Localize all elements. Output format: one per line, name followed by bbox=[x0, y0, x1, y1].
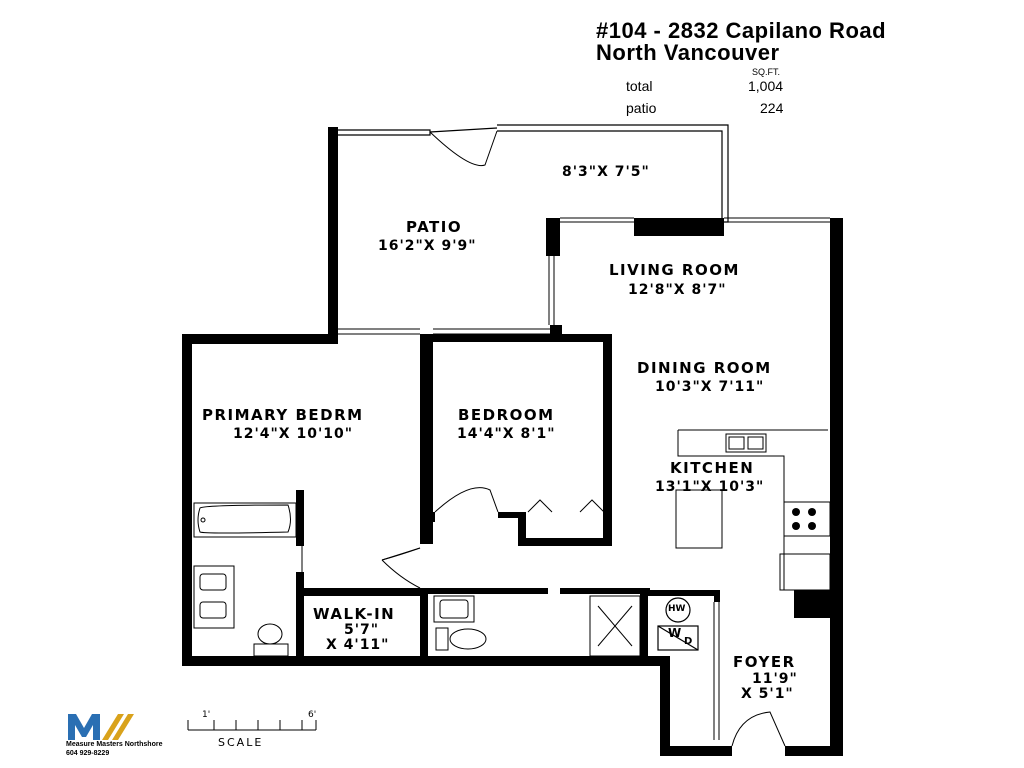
washer-label: W bbox=[668, 626, 682, 640]
patio-value: 224 bbox=[760, 100, 784, 116]
sqft-label: SQ.FT. bbox=[752, 67, 781, 77]
walk-in-dims-2: X 4'11" bbox=[326, 637, 390, 653]
ensuite-vanity bbox=[193, 565, 289, 657]
brand-logo bbox=[68, 714, 134, 740]
main-bath-fixtures bbox=[433, 595, 641, 657]
dryer-label: D bbox=[684, 636, 693, 647]
bathtub bbox=[193, 502, 297, 538]
address-line-2: North Vancouver bbox=[596, 40, 780, 65]
living-room-name: LIVING ROOM bbox=[609, 261, 740, 279]
patio-dims: 16'2"X 9'9" bbox=[378, 238, 477, 254]
total-value: 1,004 bbox=[748, 78, 784, 94]
address-line-1: #104 - 2832 Capilano Road bbox=[596, 18, 887, 43]
scale-tick-start: 1' bbox=[202, 710, 211, 720]
kitchen-sink bbox=[725, 433, 767, 453]
foyer-dims-1: 11'9" bbox=[752, 671, 798, 687]
utility-appliances bbox=[657, 597, 699, 651]
kitchen-counters bbox=[675, 429, 831, 591]
patio-label: patio bbox=[626, 100, 657, 116]
patio-door-swing bbox=[429, 130, 498, 167]
foyer-name: FOYER bbox=[733, 653, 796, 671]
patio-railing bbox=[337, 124, 729, 223]
dining-room-dims: 10'3"X 7'11" bbox=[655, 379, 765, 395]
patio-small-dims: 8'3"X 7'5" bbox=[562, 164, 650, 180]
living-room-dims: 12'8"X 8'7" bbox=[628, 282, 727, 298]
primary-bedroom-name: PRIMARY BEDRM bbox=[202, 406, 364, 424]
brand-phone: 604 929-8229 bbox=[66, 750, 110, 757]
closet-doors bbox=[713, 602, 720, 740]
kitchen-dims: 13'1"X 10'3" bbox=[655, 479, 765, 495]
bedroom-dims: 14'4"X 8'1" bbox=[457, 426, 556, 442]
walk-in-dims-1: 5'7" bbox=[344, 622, 380, 638]
scale-tick-end: 6' bbox=[308, 710, 317, 720]
bedroom-name: BEDROOM bbox=[458, 406, 555, 424]
primary-bedroom-dims: 12'4"X 10'10" bbox=[233, 426, 354, 442]
interior-walls bbox=[296, 325, 720, 662]
exterior-walls bbox=[182, 127, 843, 756]
foyer-dims-2: X 5'1" bbox=[741, 686, 794, 702]
walk-in-name: WALK-IN bbox=[313, 605, 396, 623]
stove-burners bbox=[792, 508, 816, 530]
total-label: total bbox=[626, 78, 653, 94]
patio-name: PATIO bbox=[406, 218, 463, 236]
hot-water-label: HW bbox=[668, 604, 686, 614]
scale-bar bbox=[187, 720, 317, 731]
door-swings bbox=[301, 487, 786, 747]
kitchen-name: KITCHEN bbox=[670, 459, 755, 477]
brand-name: Measure Masters Northshore bbox=[66, 741, 163, 748]
scale-label: SCALE bbox=[218, 736, 264, 749]
dining-room-name: DINING ROOM bbox=[637, 359, 772, 377]
